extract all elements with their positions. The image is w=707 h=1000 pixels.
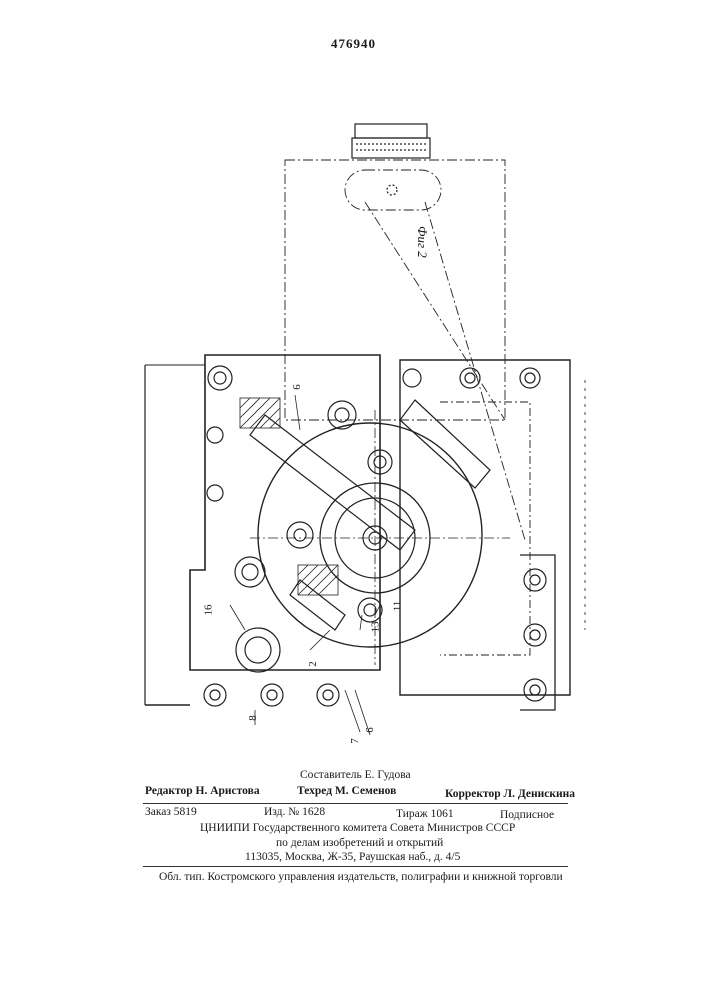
divider (143, 803, 568, 804)
callout-7: 7 (349, 738, 361, 744)
callout-13: 13 (370, 622, 382, 633)
callout-9: 9 (290, 384, 302, 390)
edition: Изд. № 1628 (264, 806, 325, 818)
callout-6: 6 (364, 727, 376, 733)
top-knob (352, 124, 430, 158)
callout-8: 8 (247, 715, 259, 721)
org-line-1: ЦНИИПИ Государственного комитета Совета … (200, 822, 515, 834)
corrector: Корректор Л. Денискина (445, 788, 575, 800)
org-line-2: по делам изобретений и открытий (276, 837, 443, 849)
editor: Редактор Н. Аристова (145, 785, 260, 797)
patent-number: 476940 (0, 36, 707, 52)
phantom-body (285, 160, 525, 540)
callout-11: 11 (391, 601, 403, 612)
callout-2: 2 (307, 661, 319, 667)
figure-label: Фиг 2 (414, 226, 430, 258)
address: 113035, Москва, Ж-35, Раушская наб., д. … (245, 851, 460, 863)
technical-drawing (130, 110, 590, 750)
callout-16: 16 (203, 605, 215, 616)
print-run: Тираж 1061 (396, 808, 454, 820)
compiler: Составитель Е. Гудова (300, 769, 411, 781)
printer: Обл. тип. Костромского управления издате… (159, 871, 563, 883)
divider (143, 866, 568, 867)
subscription: Подписное (500, 809, 554, 821)
linkage-arms (250, 400, 490, 630)
order: Заказ 5819 (145, 806, 197, 818)
techred: Техред М. Семенов (297, 785, 396, 797)
